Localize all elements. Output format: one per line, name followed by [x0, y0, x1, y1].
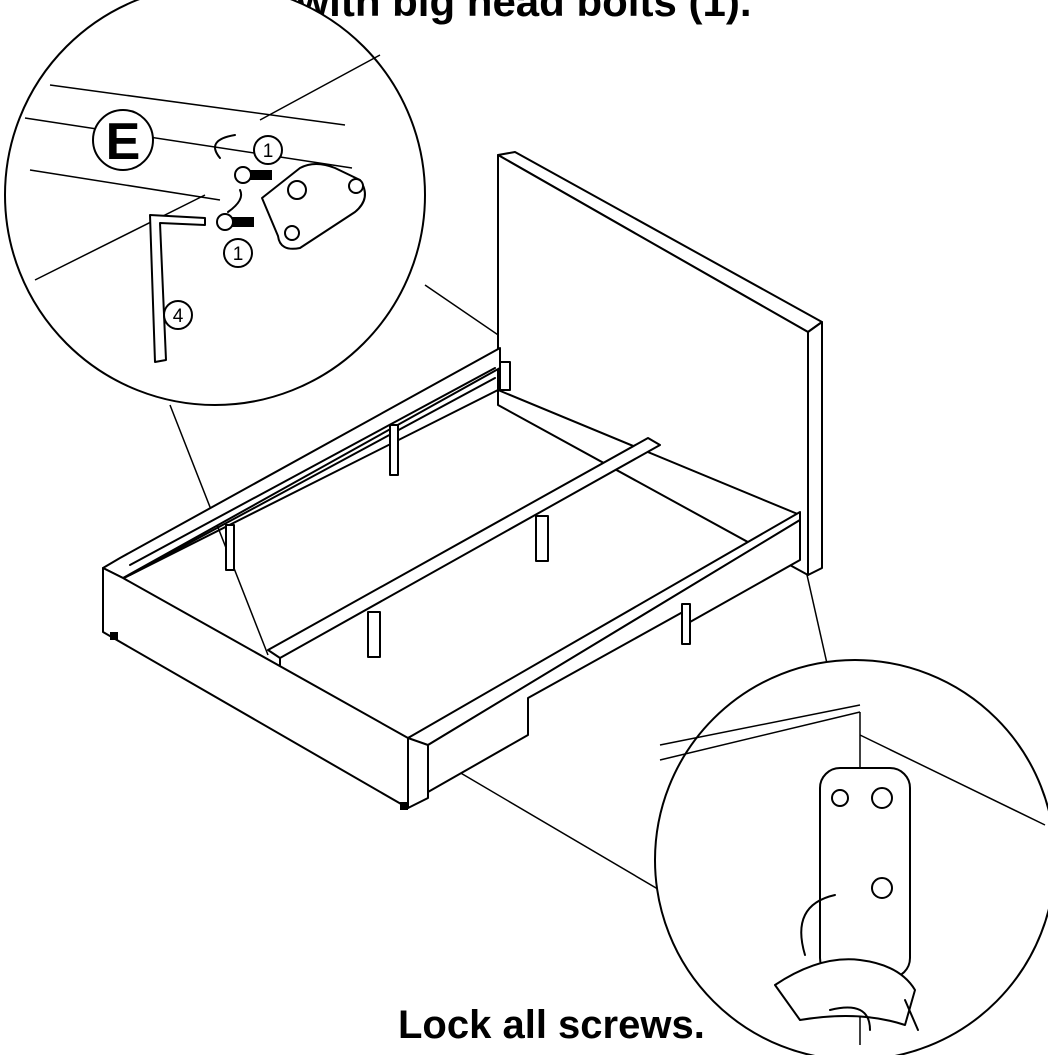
allen-key-icon	[149, 214, 206, 363]
rotate-arrow-icon	[800, 894, 836, 956]
top-caption: with big head bolts (1).	[296, 0, 752, 25]
callout-bolt-1b	[223, 238, 253, 268]
bolt-icon	[216, 213, 254, 231]
rotate-arrow-icon	[214, 134, 236, 159]
bolt-icon	[234, 166, 272, 184]
bed-frame	[102, 347, 801, 810]
hand-icon	[774, 958, 916, 1026]
callout-bolt-1-label: 1	[263, 141, 274, 162]
callout-allen-key-4-label: 4	[173, 306, 184, 327]
callout-allen-key-4	[163, 300, 193, 330]
rotate-arrow-icon	[829, 1006, 871, 1031]
allen-key-icon	[904, 999, 919, 1031]
bottom-caption: Lock all screws.	[398, 1003, 705, 1047]
callout-bolt-1b-label: 1	[233, 244, 244, 265]
callout-bolt-1	[253, 135, 283, 165]
step-e-badge	[92, 109, 154, 171]
detail-circle-bottom	[654, 659, 1048, 1055]
step-e-letter: E	[106, 113, 141, 171]
headboard	[497, 151, 823, 576]
rotate-arrow-icon	[227, 189, 243, 213]
detail-circle-top: E 1 1 4	[4, 0, 426, 406]
